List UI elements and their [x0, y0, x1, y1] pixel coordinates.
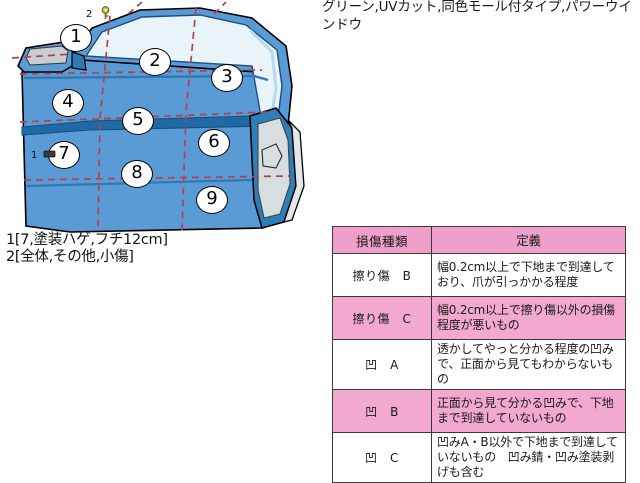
table-row: 凹 C 凹みA・B以外で下地まで到達していないもの 凹み錆・凹み塗装剥げも含む	[332, 432, 626, 483]
zone-badge-4[interactable]: 4	[52, 89, 84, 117]
cell-damage-kind: 擦り傷 B	[332, 253, 432, 297]
zone-label: 5	[132, 109, 144, 130]
damage-marker-number: 1	[31, 150, 38, 161]
grid-line-vertical-a	[97, 15, 111, 231]
grid-line-horizontal-low	[23, 175, 291, 181]
column-header-definition: 定義	[431, 226, 626, 254]
table-row: 凹 A 透かしてやっと分かる程度の凹みで、正面から見てもわからないもの	[332, 339, 626, 390]
damage-definition-table-container: 損傷種類 定義 擦り傷 B 幅0.2cm以上で下地まで到達しており、爪が引っかか…	[332, 226, 626, 483]
cell-definition: 幅0.2cm以上で下地まで到達しており、爪が引っかかる程度	[431, 253, 626, 297]
damage-list-item-1: 1[7,塗装ハゲ,フチ12cm]	[6, 232, 168, 248]
window-glass	[84, 14, 283, 123]
damage-marker-number: 2	[86, 9, 93, 20]
zone-badge-8[interactable]: 8	[121, 160, 153, 188]
door-beltline-crease	[23, 74, 269, 82]
zone-badge-2[interactable]: 2	[139, 48, 171, 76]
grid-line-horizontal-top	[19, 69, 263, 75]
damage-marker-1[interactable]: 1	[31, 149, 57, 161]
zone-label: 8	[131, 162, 143, 183]
mirror-mount	[71, 51, 87, 71]
cell-definition: 透かしてやっと分かる程度の凹みで、正面から見てもわからないもの	[431, 339, 626, 390]
door-rear-edge	[283, 119, 305, 223]
column-header-damage-kind: 損傷種類	[332, 226, 432, 254]
car-door-damage-diagram: 1 2 3 4 5 6 7 8 9 2 1	[0, 0, 320, 240]
damage-marker-icon	[101, 6, 109, 19]
cell-definition: 正面から見て分かる凹みで、下地まで到達していないもの	[431, 389, 626, 433]
cell-damage-kind: 擦り傷 C	[332, 296, 432, 340]
zone-label: 4	[62, 91, 74, 112]
table-row: 擦り傷 C 幅0.2cm以上で擦り傷以外の損傷程度が悪いもの	[332, 296, 626, 340]
table-header-row: 損傷種類 定義	[332, 226, 626, 254]
cell-definition: 凹みA・B以外で下地まで到達していないもの 凹み錆・凹み塗装剥げも含む	[431, 432, 626, 483]
vehicle-spec-text: グリーン,UVカット,同色モール付タイプ,パワーウインドウ	[322, 0, 632, 33]
grid-line-vertical-b	[181, 7, 197, 233]
cell-damage-kind: 凹 A	[332, 339, 432, 390]
zone-label: 6	[208, 131, 220, 152]
damage-definition-table: 損傷種類 定義 擦り傷 B 幅0.2cm以上で下地まで到達しており、爪が引っかか…	[332, 226, 626, 483]
zone-badge-1[interactable]: 1	[60, 24, 92, 52]
cell-damage-kind: 凹 B	[332, 389, 432, 433]
door-handle-icon	[261, 143, 283, 169]
zone-badge-9[interactable]: 9	[196, 186, 228, 214]
zone-label: 1	[70, 26, 82, 47]
side-mirror-glass	[25, 45, 69, 66]
grid-line-rear-top	[213, 1, 227, 15]
damage-list: 1[7,塗装ハゲ,フチ12cm] 2[全体,その他,小傷]	[6, 232, 168, 266]
zone-label: 7	[58, 143, 70, 164]
window-glass-inner-edge	[248, 28, 278, 115]
cell-definition: 幅0.2cm以上で擦り傷以外の損傷程度が悪いもの	[431, 296, 626, 340]
damage-marker-2[interactable]: 2	[86, 6, 112, 20]
zone-label: 9	[206, 188, 218, 209]
grid-line-roof	[127, 1, 143, 15]
zone-badge-5[interactable]: 5	[122, 107, 154, 135]
damage-list-item-2: 2[全体,その他,小傷]	[6, 249, 134, 265]
zone-badge-3[interactable]: 3	[211, 64, 243, 92]
damage-marker-icon	[43, 150, 55, 158]
grid-line-mirror	[11, 53, 73, 59]
table-row: 擦り傷 B 幅0.2cm以上で下地まで到達しており、爪が引っかかる程度	[332, 253, 626, 297]
zone-badge-6[interactable]: 6	[198, 129, 230, 157]
zone-label: 2	[149, 50, 161, 71]
car-door-illustration	[11, 1, 305, 233]
cell-damage-kind: 凹 C	[332, 432, 432, 483]
zone-label: 3	[221, 66, 233, 87]
table-row: 凹 B 正面から見て分かる凹みで、下地まで到達していないもの	[332, 389, 626, 433]
